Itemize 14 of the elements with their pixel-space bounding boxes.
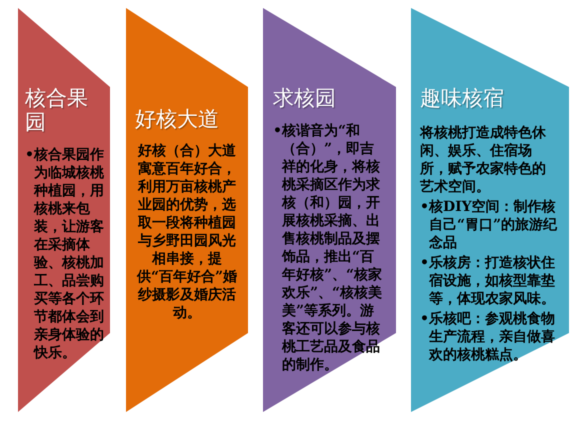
panel-text: 好核（合）大道寓意百年好合，利用万亩核桃产业园的优势，选取一段将种植园与乡野田园风光相串接，提供“百年好合”婚纱摄影及婚庆活动。 bbox=[136, 142, 238, 322]
panel-title: 求核园 bbox=[273, 86, 337, 110]
chevron-panel bbox=[126, 8, 248, 412]
panel-text: 将核桃打造成特色休闲、娱乐、住宿场所，赋予农家特色的艺术空间。 bbox=[420, 124, 547, 196]
chevron-panel bbox=[18, 8, 110, 412]
panel-title: 核合果园 bbox=[25, 86, 89, 134]
panel-title: 趣味核宿 bbox=[420, 86, 505, 110]
bullet-item: •乐核吧：参观桃食物生产流程，亲自做喜欢的核桃糕点。 bbox=[420, 310, 556, 364]
bullet-item: •乐核房：打造核状住宿设施，如核型靠垫等，体现农家风味。 bbox=[420, 254, 556, 308]
chevron-panel bbox=[263, 8, 396, 412]
panel-title: 好核大道 bbox=[135, 107, 220, 131]
chevron-panel bbox=[411, 8, 569, 412]
bullet-item: •核合果园作为临城核桃种植园，用核桃来包装，让游客在采摘体验、核桃加工、品尝购买等各个环节都体会到亲身体验的快乐。 bbox=[25, 146, 105, 362]
bullet-item: •核DIY空间：制作核自己“胃口”的旅游纪念品 bbox=[420, 198, 558, 252]
